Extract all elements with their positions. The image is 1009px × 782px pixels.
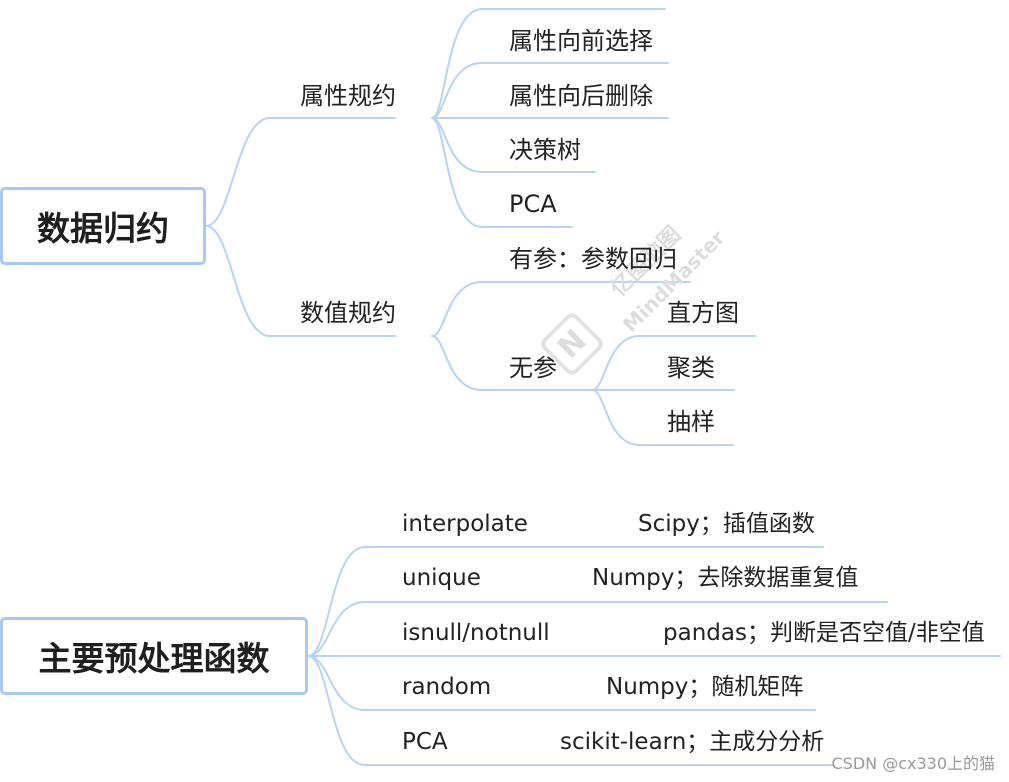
connector-root-attr <box>205 117 396 227</box>
func-desc-random: Numpy；随机矩阵 <box>606 674 804 700</box>
node-forward-select[interactable]: 属性向前选择 <box>509 27 653 55</box>
connector-nonparam-child <box>591 335 756 391</box>
func-desc-pca: scikit-learn；主成分分析 <box>560 729 825 755</box>
source-credit: CSDN @cx330上的猫 <box>831 754 995 773</box>
root-node-data-reduction[interactable]: 数据归约 <box>0 187 206 265</box>
connector-num-param <box>431 281 691 337</box>
connector-attr-child <box>431 8 666 119</box>
node-decision-tree[interactable]: 决策树 <box>509 136 581 164</box>
node-param-regression[interactable]: 有参：参数回归 <box>509 245 677 273</box>
connector-func-row <box>307 655 816 711</box>
root-node-preprocess-functions[interactable]: 主要预处理函数 <box>0 617 308 695</box>
node-pca-attr[interactable]: PCA <box>509 190 557 218</box>
node-histogram[interactable]: 直方图 <box>667 299 739 327</box>
connector-func-row <box>307 546 824 657</box>
connector-attr-child <box>431 117 573 228</box>
connector-nonparam-child <box>591 389 734 446</box>
node-backward-delete[interactable]: 属性向后删除 <box>509 82 653 110</box>
func-name-interpolate[interactable]: interpolate <box>402 511 528 537</box>
node-nonparam[interactable]: 无参 <box>509 354 557 382</box>
func-name-pca[interactable]: PCA <box>402 729 448 755</box>
node-attr-reduction[interactable]: 属性规约 <box>300 82 396 110</box>
func-desc-unique: Numpy；去除数据重复值 <box>592 565 859 591</box>
connector-func-row <box>307 655 834 766</box>
func-name-unique[interactable]: unique <box>402 565 481 591</box>
connector-func-row <box>307 601 888 657</box>
func-desc-isnull: pandas；判断是否空值/非空值 <box>663 620 985 646</box>
node-num-reduction[interactable]: 数值规约 <box>300 299 396 327</box>
node-sampling[interactable]: 抽样 <box>667 408 715 436</box>
func-name-random[interactable]: random <box>402 674 492 700</box>
connector-attr-child <box>431 62 669 119</box>
func-name-isnull[interactable]: isnull/notnull <box>402 620 550 646</box>
connector-root-num <box>205 225 396 337</box>
node-clustering[interactable]: 聚类 <box>667 354 715 382</box>
func-desc-interpolate: Scipy；插值函数 <box>638 511 815 537</box>
connector-num-nonparam <box>431 335 593 391</box>
